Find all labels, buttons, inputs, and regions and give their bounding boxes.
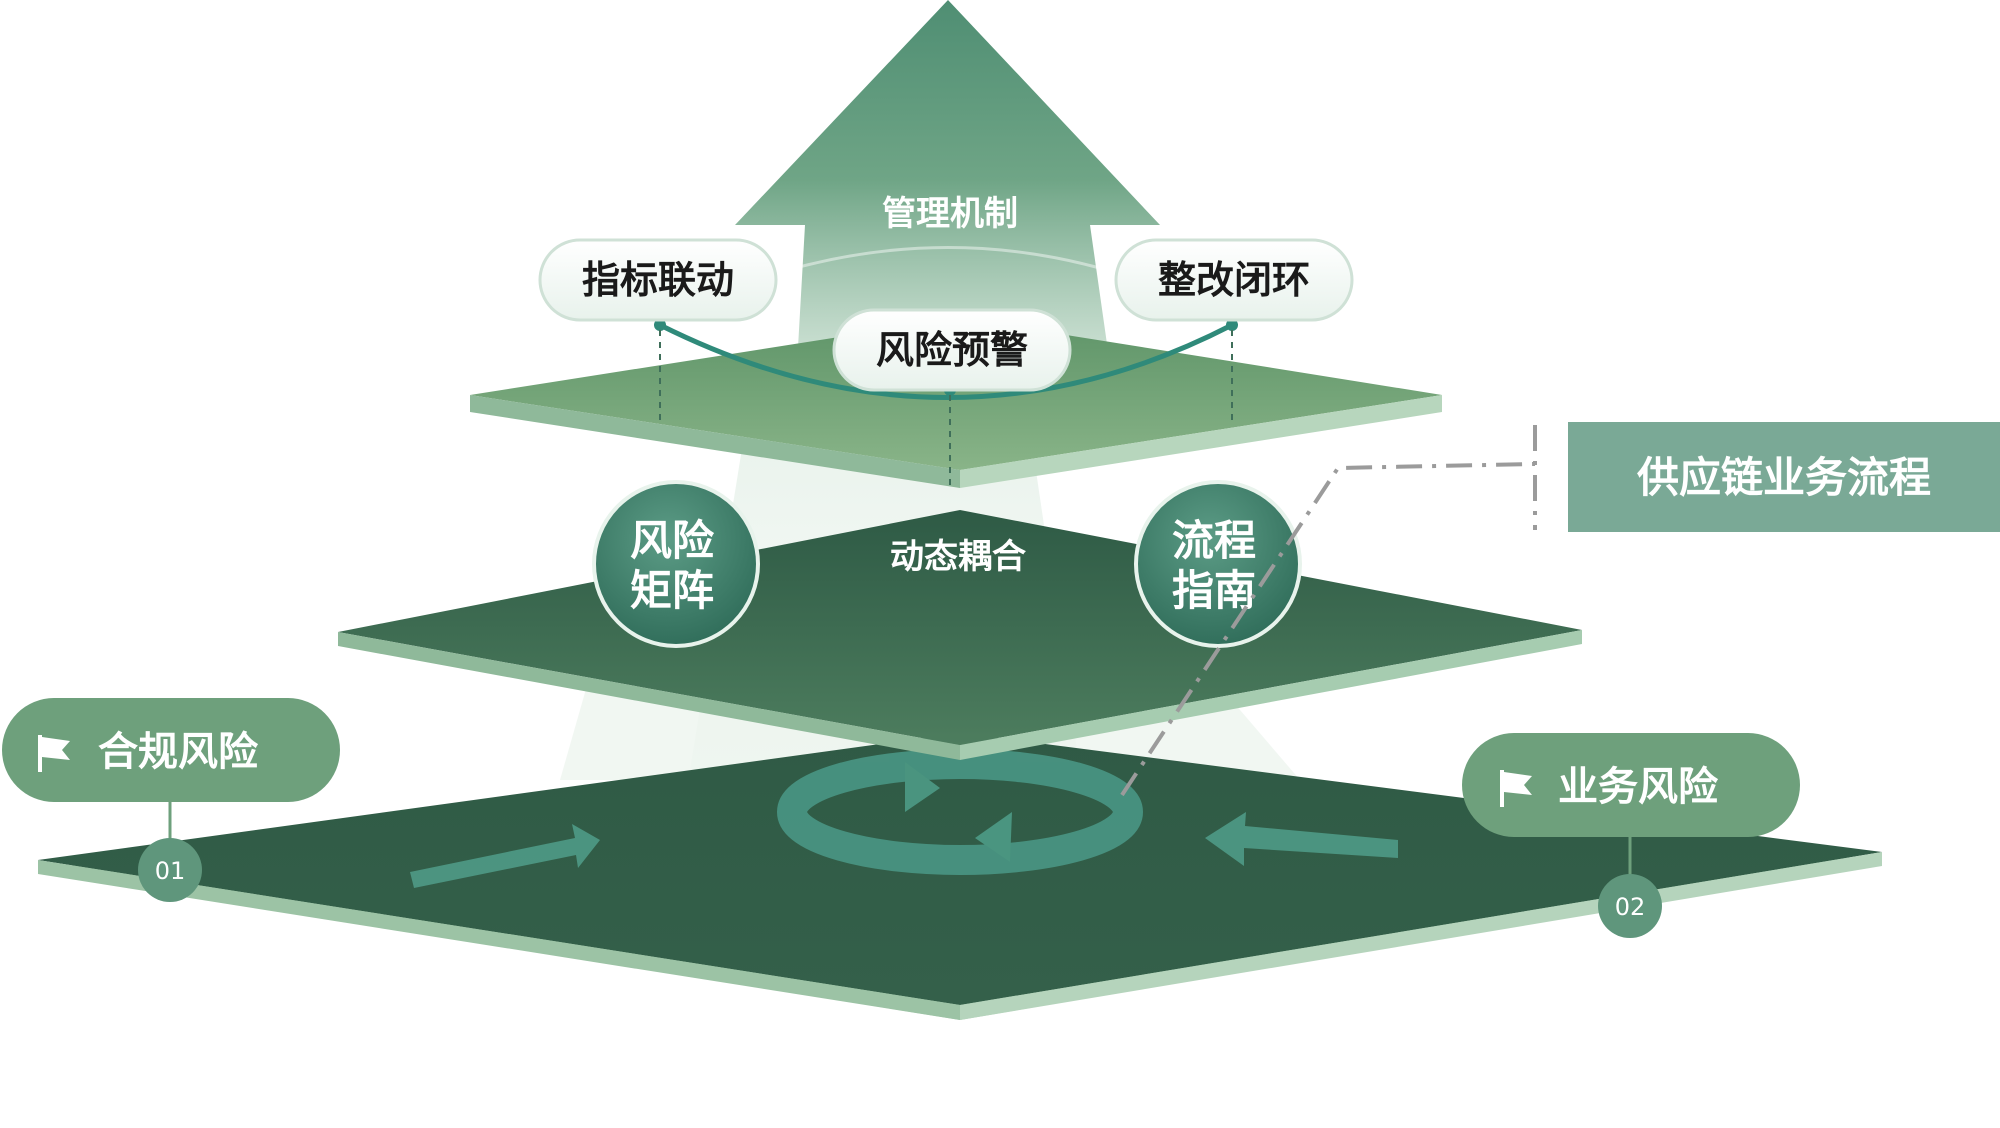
pill-indicator-linkage: 指标联动 xyxy=(538,238,778,322)
tag-business-risk: 业务风险 02 xyxy=(1462,733,1800,938)
side-box-supply-chain: 供应链业务流程 xyxy=(1568,422,2000,532)
up-arrow-icon xyxy=(735,0,1160,400)
circle-right-line2: 指南 xyxy=(1172,566,1256,615)
pill-left-label: 指标联动 xyxy=(582,258,734,302)
pill-right-label: 整改闭环 xyxy=(1158,258,1310,302)
flag-icon xyxy=(38,735,70,772)
leader-line xyxy=(1120,462,1536,797)
pill-center-label: 风险预警 xyxy=(876,328,1028,372)
circle-process-guide: 流程 指南 xyxy=(1134,480,1302,648)
top-layer xyxy=(470,318,1442,488)
number-badge-02 xyxy=(1598,874,1662,938)
pill-risk-warning: 风险预警 xyxy=(832,308,1072,392)
connector-arc xyxy=(658,322,1234,400)
circle-left-line1: 风险 xyxy=(630,516,715,565)
circle-right-line1: 流程 xyxy=(1172,516,1256,565)
flag-icon xyxy=(1500,770,1532,807)
right-arrow-icon xyxy=(410,824,600,888)
left-arrow-icon xyxy=(1205,812,1398,866)
tag-left-label: 合规风险 xyxy=(98,729,259,775)
cycle-icon xyxy=(777,749,1143,875)
middle-layer-label: 动态耦合 xyxy=(890,537,1026,577)
middle-layer xyxy=(338,510,1582,760)
pill-rectification-loop: 整改闭环 xyxy=(1114,238,1354,322)
number-badge-01 xyxy=(138,838,202,902)
top-arrow-label: 管理机制 xyxy=(882,194,1018,234)
side-box-label: 供应链业务流程 xyxy=(1637,453,1931,502)
dot-right xyxy=(1226,319,1238,331)
circle-risk-matrix: 风险 矩阵 xyxy=(592,480,760,648)
tag-left-number: 01 xyxy=(155,857,186,885)
tag-right-label: 业务风险 xyxy=(1558,764,1719,810)
circle-left-line2: 矩阵 xyxy=(630,566,714,615)
tag-compliance-risk: 合规风险 01 xyxy=(2,698,340,902)
dot-left xyxy=(654,319,666,331)
tag-right-number: 02 xyxy=(1615,893,1646,921)
